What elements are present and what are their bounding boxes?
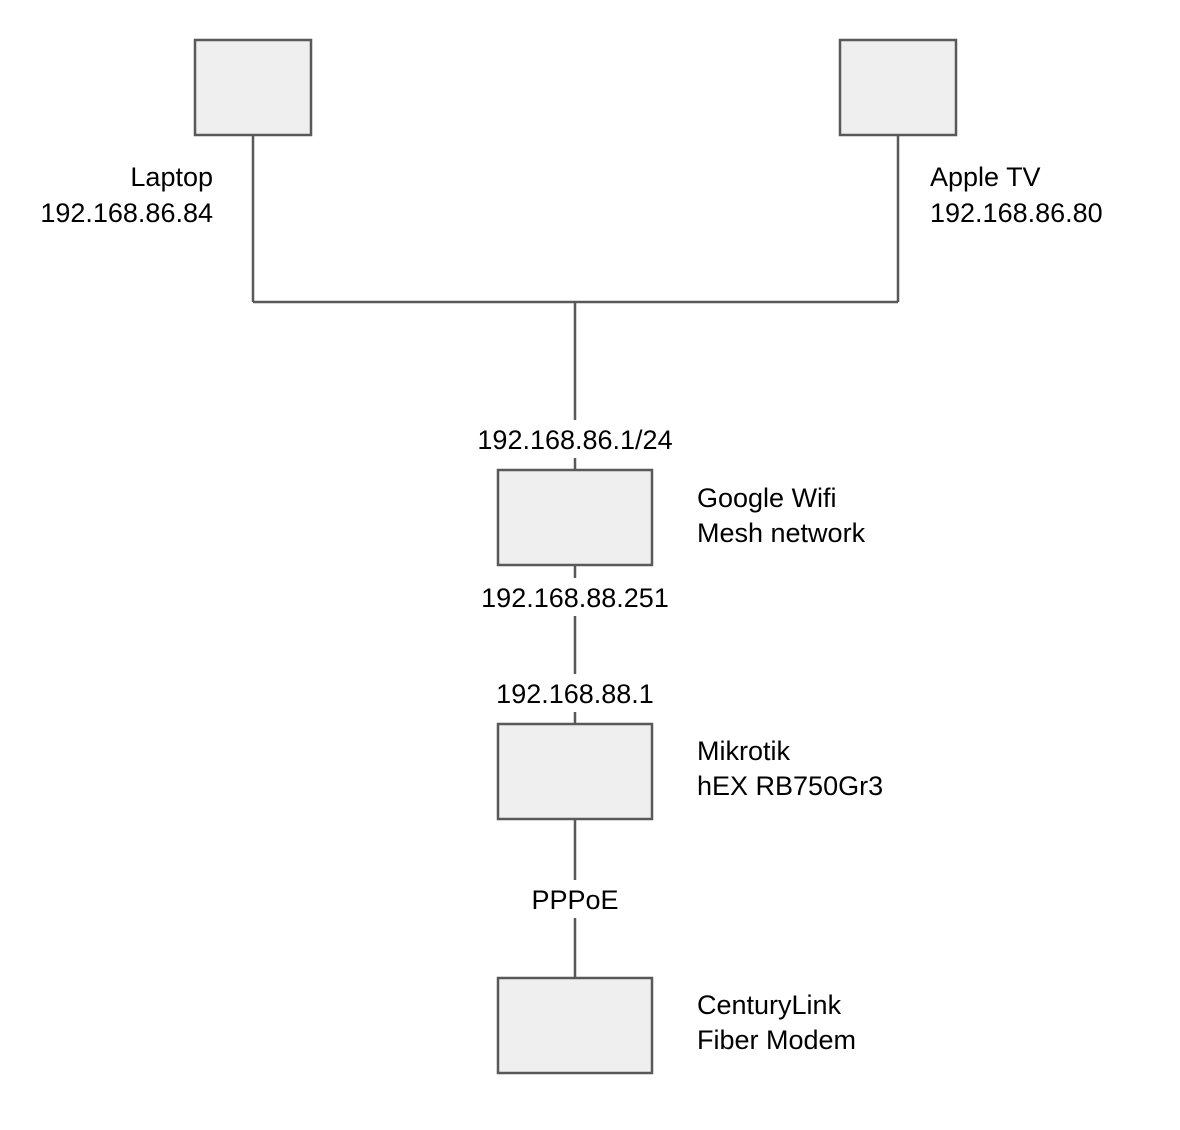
router-lan-label-background — [486, 674, 664, 712]
mikrotik-model-label: hEX RB750Gr3 — [697, 771, 883, 801]
apple-tv-node — [838, 38, 958, 137]
router-lan-ip-label: 192.168.88.1 — [496, 679, 654, 709]
wifi-lan-ip-label: 192.168.86.1/24 — [477, 425, 672, 455]
modem-node — [496, 976, 654, 1075]
modem-link-label: PPPoE — [531, 885, 618, 915]
laptop-ip-label: 192.168.86.84 — [40, 198, 213, 228]
wifi-wan-ip-label: 192.168.88.251 — [481, 583, 669, 613]
google-wifi-description-label: Mesh network — [697, 518, 866, 548]
mikrotik-node — [496, 722, 654, 821]
modem-description-label: Fiber Modem — [697, 1025, 856, 1055]
modem-name-label: CenturyLink — [697, 990, 842, 1020]
apple-tv-ip-label: 192.168.86.80 — [930, 198, 1103, 228]
wifi-wan-label-background — [470, 578, 680, 616]
laptop-name-label: Laptop — [130, 162, 213, 192]
wifi-lan-label-background — [466, 420, 684, 458]
apple-tv-name-label: Apple TV — [930, 162, 1041, 192]
mikrotik-name-label: Mikrotik — [697, 736, 790, 766]
google-wifi-node — [496, 468, 654, 567]
google-wifi-name-label: Google Wifi — [697, 483, 837, 513]
laptop-node — [193, 38, 313, 137]
modem-link-label-background — [522, 880, 628, 918]
